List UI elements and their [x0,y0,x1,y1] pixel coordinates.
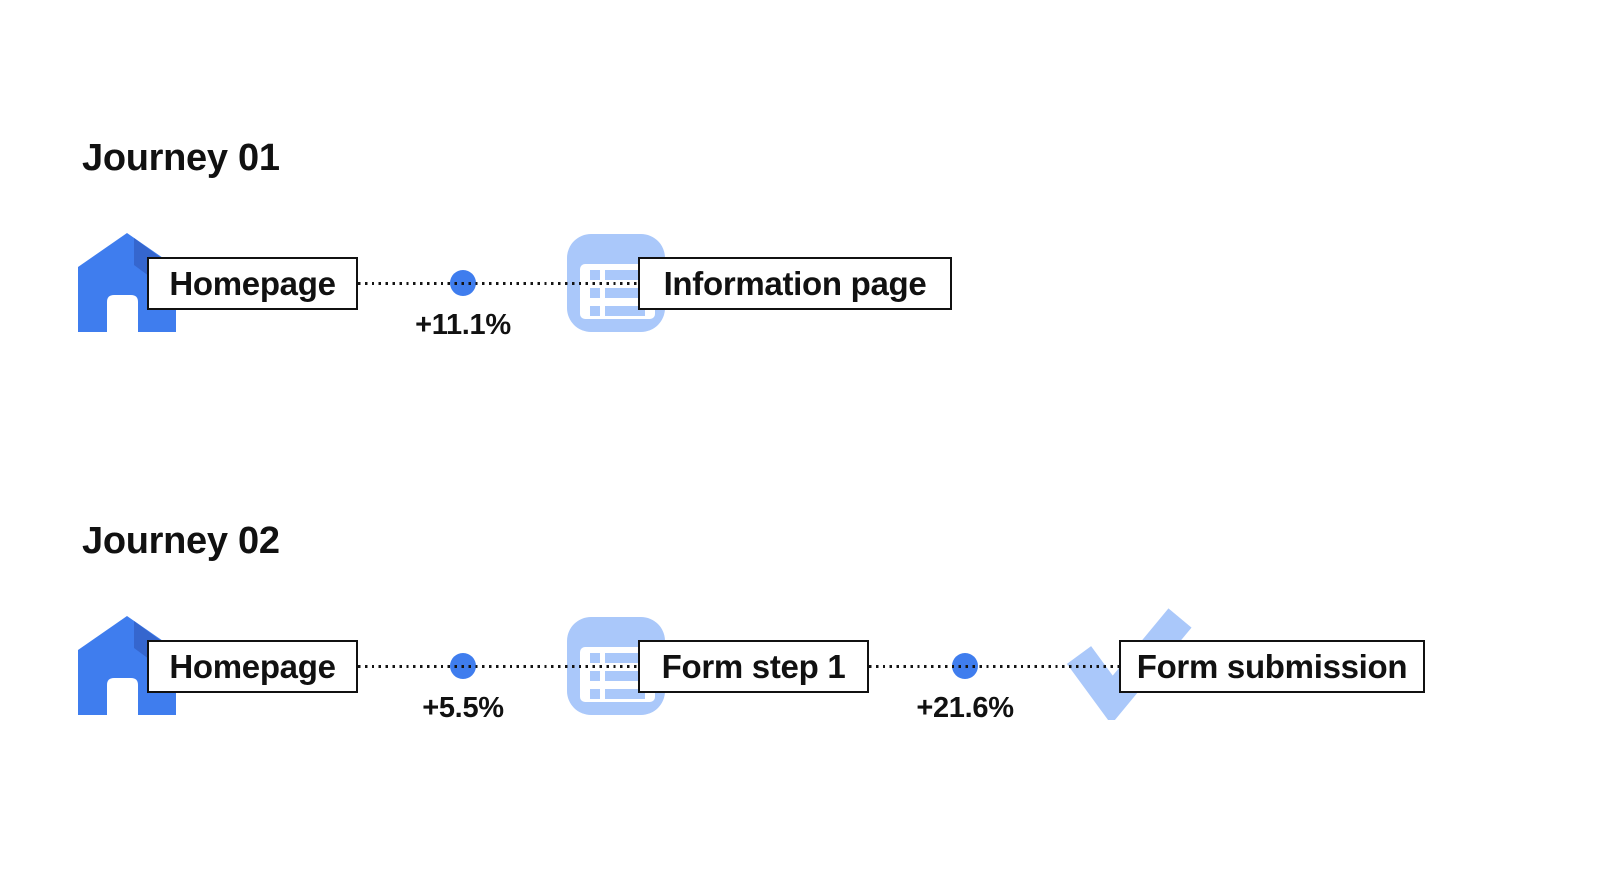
flow-dotted-line [358,665,638,668]
node-label: Homepage [169,264,336,302]
journey-01-title: Journey 01 [82,137,280,179]
node-box-form-submission: Form submission [1119,640,1425,693]
node-box-homepage: Homepage [147,640,358,693]
flow-dotted-line [358,282,638,285]
journey-02-title: Journey 02 [82,520,280,562]
node-label: Homepage [169,647,336,685]
node-label: Form submission [1136,647,1408,685]
node-box-homepage: Homepage [147,257,358,310]
delta-label: +5.5% [422,692,504,724]
node-label: Form step 1 [661,647,846,685]
node-box-form-step-1: Form step 1 [638,640,869,693]
delta-label: +11.1% [415,309,511,341]
flow-dotted-line [869,665,1119,668]
node-label: Information page [663,264,927,302]
delta-label: +21.6% [916,692,1014,724]
node-box-information-page: Information page [638,257,952,310]
